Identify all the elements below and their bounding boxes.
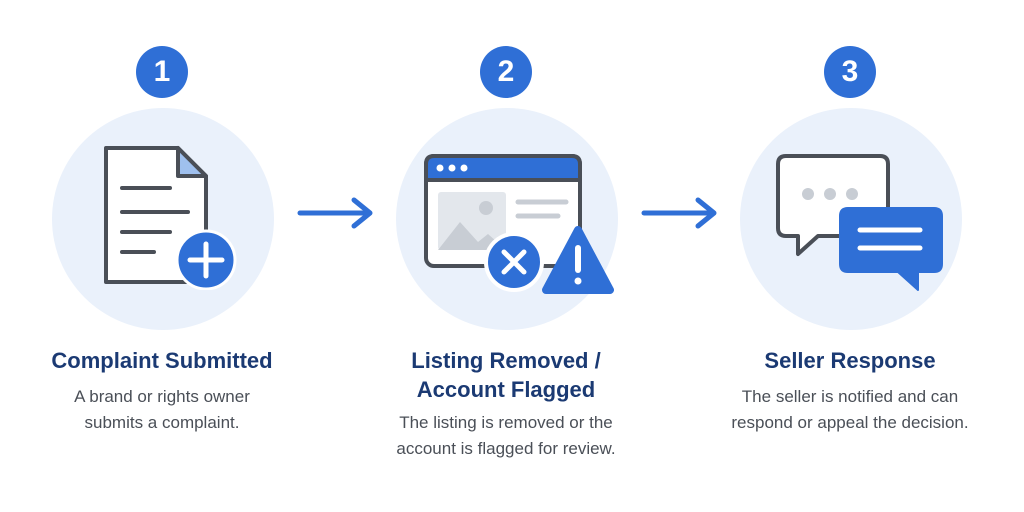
- step-1-title-line-1: Complaint Submitted: [51, 348, 273, 373]
- step-1-desc-line-2: submits a complaint.: [84, 413, 240, 432]
- right-arrow-icon: [641, 197, 717, 229]
- step-3-description: The seller is notified and can respond o…: [700, 384, 1000, 436]
- step-2-number: 2: [497, 55, 515, 88]
- chat-bubbles-icon: [776, 154, 943, 291]
- step-3-desc-line-2: respond or appeal the decision.: [731, 413, 969, 432]
- step-3-number-badge: 3: [824, 46, 876, 98]
- browser-listing-removed-warning-icon: [424, 154, 614, 294]
- step-3-title: Seller Response: [700, 346, 1000, 375]
- step-3-number: 3: [841, 55, 859, 88]
- step-3-title-line-1: Seller Response: [764, 348, 936, 373]
- step-2-desc-line-1: The listing is removed or the: [399, 413, 613, 432]
- step-2-desc-line-2: account is flagged for review.: [396, 439, 616, 458]
- step-1-description: A brand or rights owner submits a compla…: [12, 384, 312, 436]
- step-2-title-line-1: Listing Removed /: [411, 348, 601, 373]
- step-2-title: Listing Removed / Account Flagged: [356, 346, 656, 404]
- step-2-description: The listing is removed or the account is…: [356, 410, 656, 462]
- step-2-title-line-2: Account Flagged: [416, 377, 596, 402]
- step-1-title: Complaint Submitted: [12, 346, 312, 375]
- step-1-desc-line-1: A brand or rights owner: [74, 387, 250, 406]
- step-1-number-badge: 1: [136, 46, 188, 98]
- right-arrow-icon: [297, 197, 373, 229]
- document-plus-icon: [104, 146, 237, 290]
- step-2-number-badge: 2: [480, 46, 532, 98]
- step-3-desc-line-1: The seller is notified and can: [741, 387, 959, 406]
- step-1-number: 1: [153, 55, 171, 88]
